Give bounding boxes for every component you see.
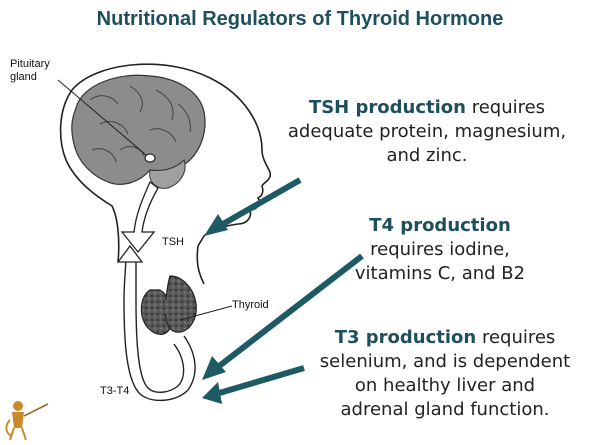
thyroid-label: Thyroid — [232, 299, 269, 311]
arrow-t3 — [202, 365, 305, 404]
t3-production-block: T3 production requires selenium, and is … — [319, 327, 571, 420]
feedback-arrowhead — [116, 244, 144, 263]
face-back-outline — [59, 89, 120, 263]
feedback-loop — [123, 255, 196, 401]
pituitary-label: Pituitary gland — [10, 58, 50, 83]
t3-production-heading: T3 production — [334, 327, 477, 348]
tsh-label: TSH — [162, 236, 184, 248]
arrow-tsh — [204, 177, 302, 236]
logo-figure — [5, 401, 49, 441]
tsh-production-block: TSH production requires adequate protein… — [287, 97, 567, 166]
arrow-t4 — [202, 253, 364, 380]
t4-production-block: T4 production requires iodine, vitamins … — [290, 214, 590, 286]
thyroid-leader — [179, 305, 233, 321]
brain-shape — [71, 74, 206, 189]
page-title: Nutritional Regulators of Thyroid Hormon… — [96, 8, 504, 30]
t3-t4-label: T3-T4 — [100, 385, 130, 397]
t4-production-heading: T4 production — [369, 215, 511, 236]
pituitary-gland — [144, 153, 156, 163]
head-outline — [71, 63, 272, 247]
tsh-production-heading: TSH production — [308, 97, 466, 118]
thyroid-gland — [140, 275, 197, 335]
tsh-pathway-arrow — [120, 180, 159, 254]
pituitary-leader — [57, 79, 147, 156]
